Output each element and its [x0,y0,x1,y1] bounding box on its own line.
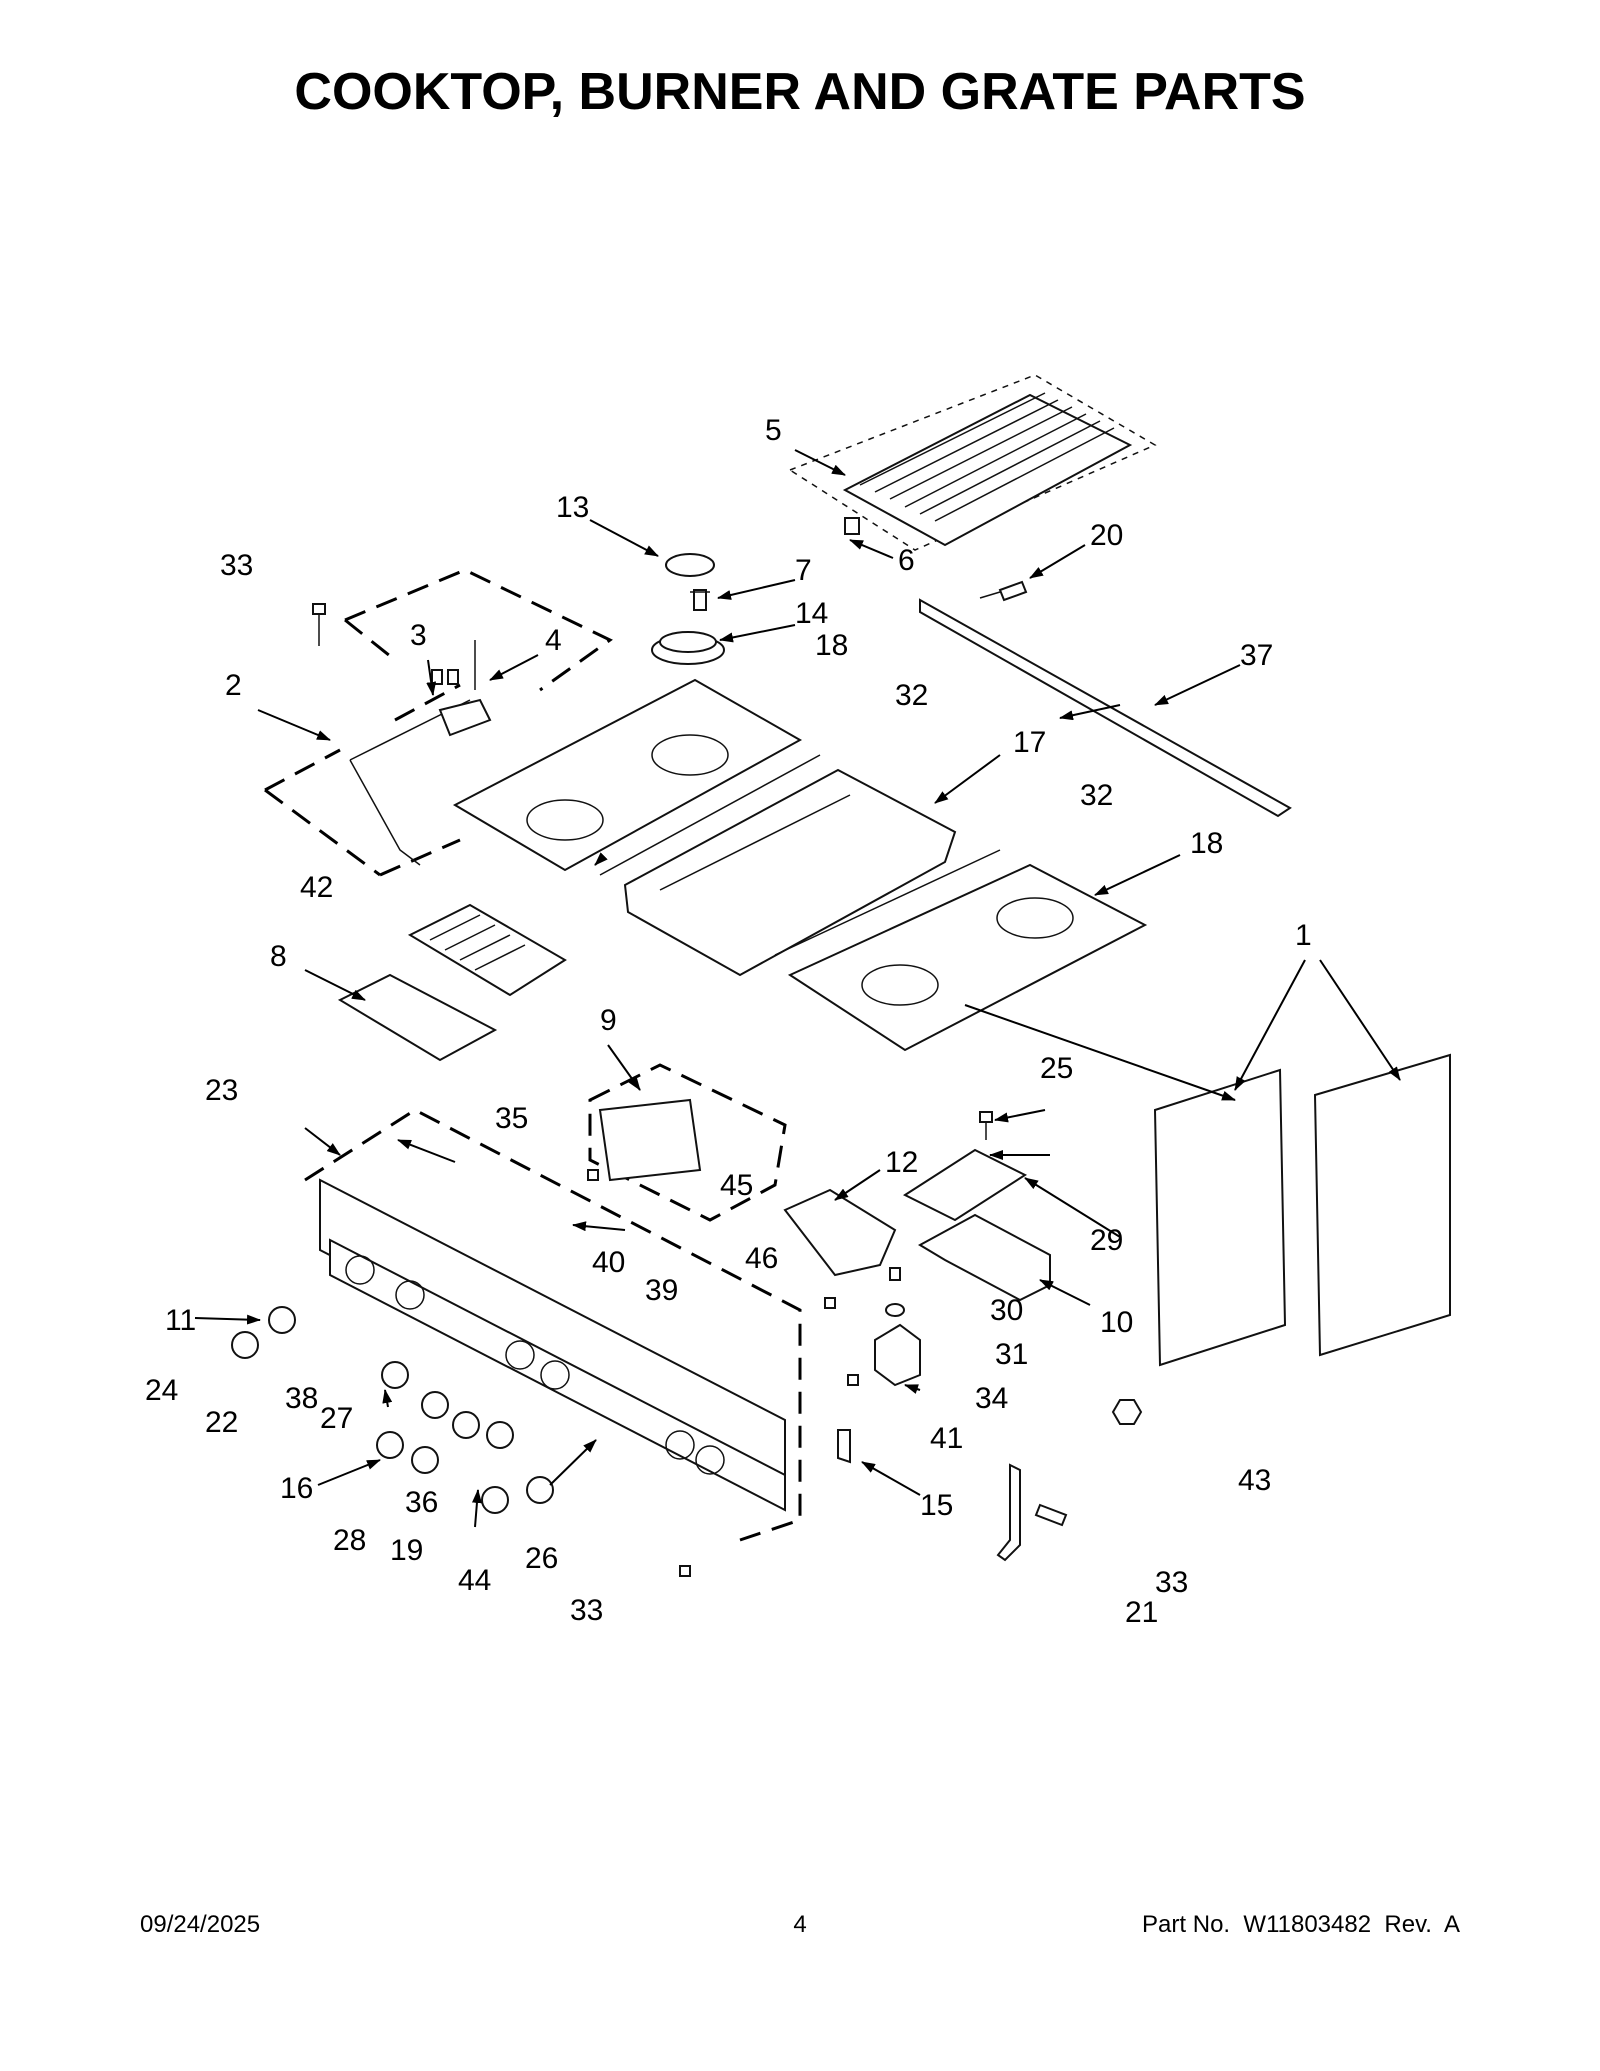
callout-label: 38 [285,1382,318,1415]
bracket-21 [996,1463,1021,1562]
callout-label: 13 [556,491,589,524]
callout-label: 45 [720,1169,753,1202]
leader-arrows [964,1004,1236,1101]
housing-10 [917,1213,1051,1302]
callout-label: 12 [885,1146,918,1179]
knobs [231,1306,554,1514]
callout-label: 20 [1090,519,1123,552]
gas-tube-assembly [264,683,471,877]
trim-strip-lower [774,849,1001,956]
control-board [407,903,567,997]
callout-label: 7 [795,554,812,587]
callout-label: 14 [795,597,828,630]
callout-label: 28 [333,1524,366,1557]
callout-label: 10 [1100,1306,1133,1339]
callout-label: 39 [645,1274,678,1307]
valve-assembly-box [344,568,613,692]
footer-date: 09/24/2025 [140,1911,261,1938]
callout-label: 19 [390,1534,423,1567]
burner-cap [665,553,715,577]
callout-label: 32 [1080,779,1113,812]
callout-label: 15 [920,1489,953,1522]
side-panels [1153,1053,1451,1367]
callout-label: 36 [405,1486,438,1519]
callout-label: 27 [320,1402,353,1435]
callout-label: 9 [600,1004,617,1037]
callout-label: 25 [1040,1052,1073,1085]
callout-label: 11 [165,1304,196,1337]
trim-strip-upper [599,754,821,876]
callout-labels: 1 2 3 4 5 6 7 8 9 10 11 12 13 14 15 16 1… [145,414,1312,1629]
footer-page-number: 4 [793,1911,807,1938]
page-title: COOKTOP, BURNER AND GRATE PARTS [294,63,1306,121]
bracket-29 [902,1148,1028,1222]
callout-label: 44 [458,1564,491,1597]
callout-label: 26 [525,1542,558,1575]
callout-label: 8 [270,940,287,973]
leaders [194,449,1401,1528]
callout-label: 23 [205,1074,238,1107]
callout-label: 4 [545,624,562,657]
callout-label: 35 [495,1102,528,1135]
callout-label: 40 [592,1246,625,1279]
callout-label: 5 [765,414,782,447]
callout-label: 16 [280,1472,313,1505]
shield-plate [337,973,498,1062]
callout-label: 32 [895,679,928,712]
callout-label: 3 [410,619,427,652]
small-screws [587,1111,993,1577]
callout-label: 30 [990,1294,1023,1327]
callout-label: 29 [1090,1224,1123,1257]
callout-label: 42 [300,871,333,904]
part-30 [889,1267,901,1281]
griddle [623,768,957,977]
callout-label: 31 [995,1338,1028,1371]
callout-label: 33 [1155,1566,1188,1599]
footer-part-number: Part No. W11803482 Rev. A [1142,1911,1460,1938]
callout-label: 33 [570,1594,603,1627]
clip-15 [837,1429,851,1464]
callout-label: 18 [1190,827,1223,860]
burner [651,631,725,665]
switch-34 [874,1323,921,1387]
part-31 [885,1303,905,1317]
callout-label: 2 [225,669,242,702]
screw-20 [979,580,1028,602]
callout-label: 46 [745,1242,778,1275]
screw-33-top [312,603,326,646]
igniter [431,640,492,737]
callout-label: 17 [1013,726,1046,759]
screw-33-right [1034,1503,1068,1527]
screw-7 [690,589,710,611]
callout-label: 1 [1295,919,1312,952]
cooktop-panel-lower [787,863,1148,1052]
callout-label: 33 [220,549,253,582]
callout-label: 6 [898,544,915,577]
control-panel [304,1108,802,1542]
callout-label: 41 [930,1422,963,1455]
callout-label: 24 [145,1374,178,1407]
callout-label: 21 [1125,1596,1158,1629]
module-box [588,1063,787,1222]
grate [788,374,1157,551]
cooktop-panel-upper [452,678,803,872]
callout-label: 43 [1238,1464,1271,1497]
nut-43 [1111,1399,1143,1425]
callout-label: 22 [205,1406,238,1439]
callout-label: 18 [815,629,848,662]
callout-label: 34 [975,1382,1008,1415]
callout-label: 37 [1240,639,1273,672]
relay-board [783,1188,897,1277]
